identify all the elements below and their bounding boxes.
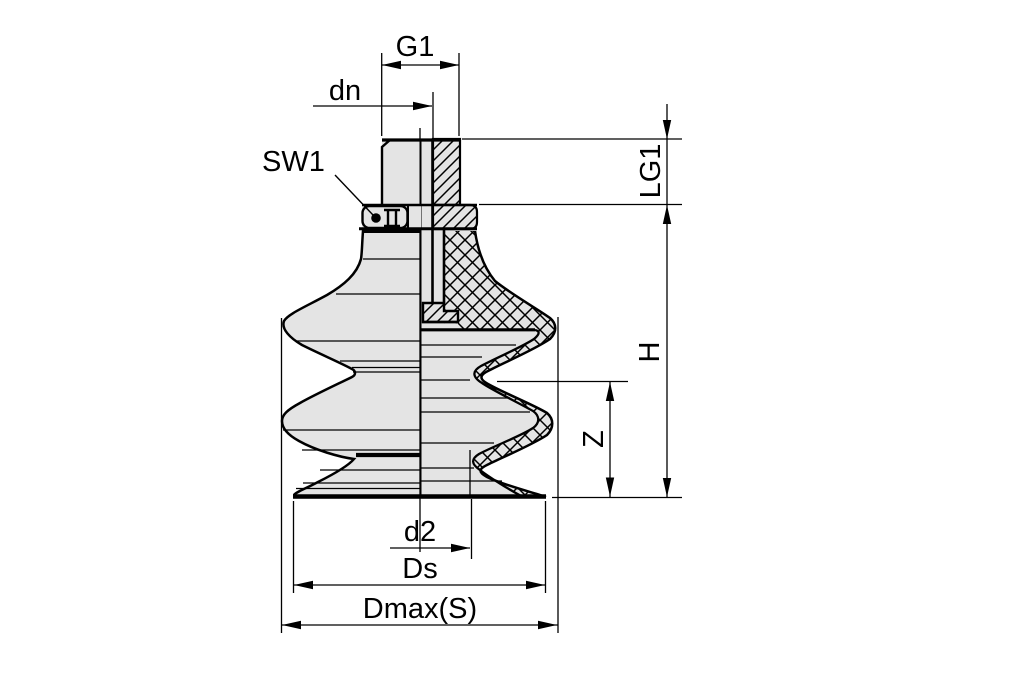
dimension-annotations: G1 dn SW1 LG1 H [262, 31, 682, 633]
dmax-arrow-left [282, 620, 301, 630]
lg1-arrow-top [662, 120, 672, 139]
bellows-left-exterior-fill [282, 231, 420, 499]
dn-arrow [413, 101, 432, 111]
z-arrow-bottom [605, 477, 615, 497]
suction-cup-part [280, 128, 557, 552]
dim-label-h: H [634, 342, 666, 363]
dimension-g1: G1 [381, 31, 460, 136]
h-arrow-top [662, 205, 672, 224]
stem-left-exterior [382, 139, 420, 205]
dim-label-dn: dn [329, 75, 361, 107]
dimension-z: Z [497, 380, 628, 497]
hex-section-hatched [431, 203, 479, 231]
interior-contour-lines [421, 344, 530, 482]
lg1-extension-lines [462, 138, 682, 206]
hex-facet-detail [384, 208, 400, 228]
ds-extension-lines [292, 501, 547, 593]
dim-label-ds: Ds [402, 553, 437, 585]
stem-section-hatched [431, 137, 462, 207]
dimension-lg1: LG1 [462, 104, 682, 206]
under-foot-rubber [421, 323, 458, 329]
dimension-ds: Ds [292, 501, 547, 593]
dmax-arrow-right [538, 620, 557, 630]
dmax-extension-lines [280, 317, 559, 633]
dim-label-g1: G1 [396, 31, 435, 63]
bellows-left-outline [280, 229, 420, 496]
ds-arrow-right [526, 580, 545, 590]
ds-arrow-left [294, 580, 313, 590]
z-arrow-top [605, 382, 615, 401]
label-sw1: SW1 [262, 146, 381, 223]
g1-arrow-right [440, 60, 459, 70]
d2-arrow [451, 543, 470, 553]
dim-label-d2: d2 [404, 516, 436, 548]
dimension-h: H [552, 204, 682, 499]
dimension-dn: dn [313, 75, 434, 138]
dim-label-lg1: LG1 [635, 144, 667, 199]
bellows-right-outer-outline [473, 230, 557, 499]
dim-label-z: Z [578, 430, 610, 448]
g1-extension-lines [381, 53, 460, 136]
dimension-dmax: Dmax(S) [280, 317, 559, 633]
sw1-leader-dot [371, 213, 381, 223]
dim-label-dmax: Dmax(S) [363, 593, 477, 625]
h-arrow-bottom [662, 478, 672, 497]
left-contour-lines [283, 258, 420, 490]
sw1-leader-line [334, 174, 374, 216]
bore-interior [420, 139, 432, 303]
g1-arrow-left [382, 60, 401, 70]
dimension-d2: d2 [390, 499, 473, 559]
bellows-right-inner-outline [471, 328, 540, 499]
dim-label-sw1: SW1 [262, 146, 325, 178]
stem-left-outline [380, 139, 391, 205]
